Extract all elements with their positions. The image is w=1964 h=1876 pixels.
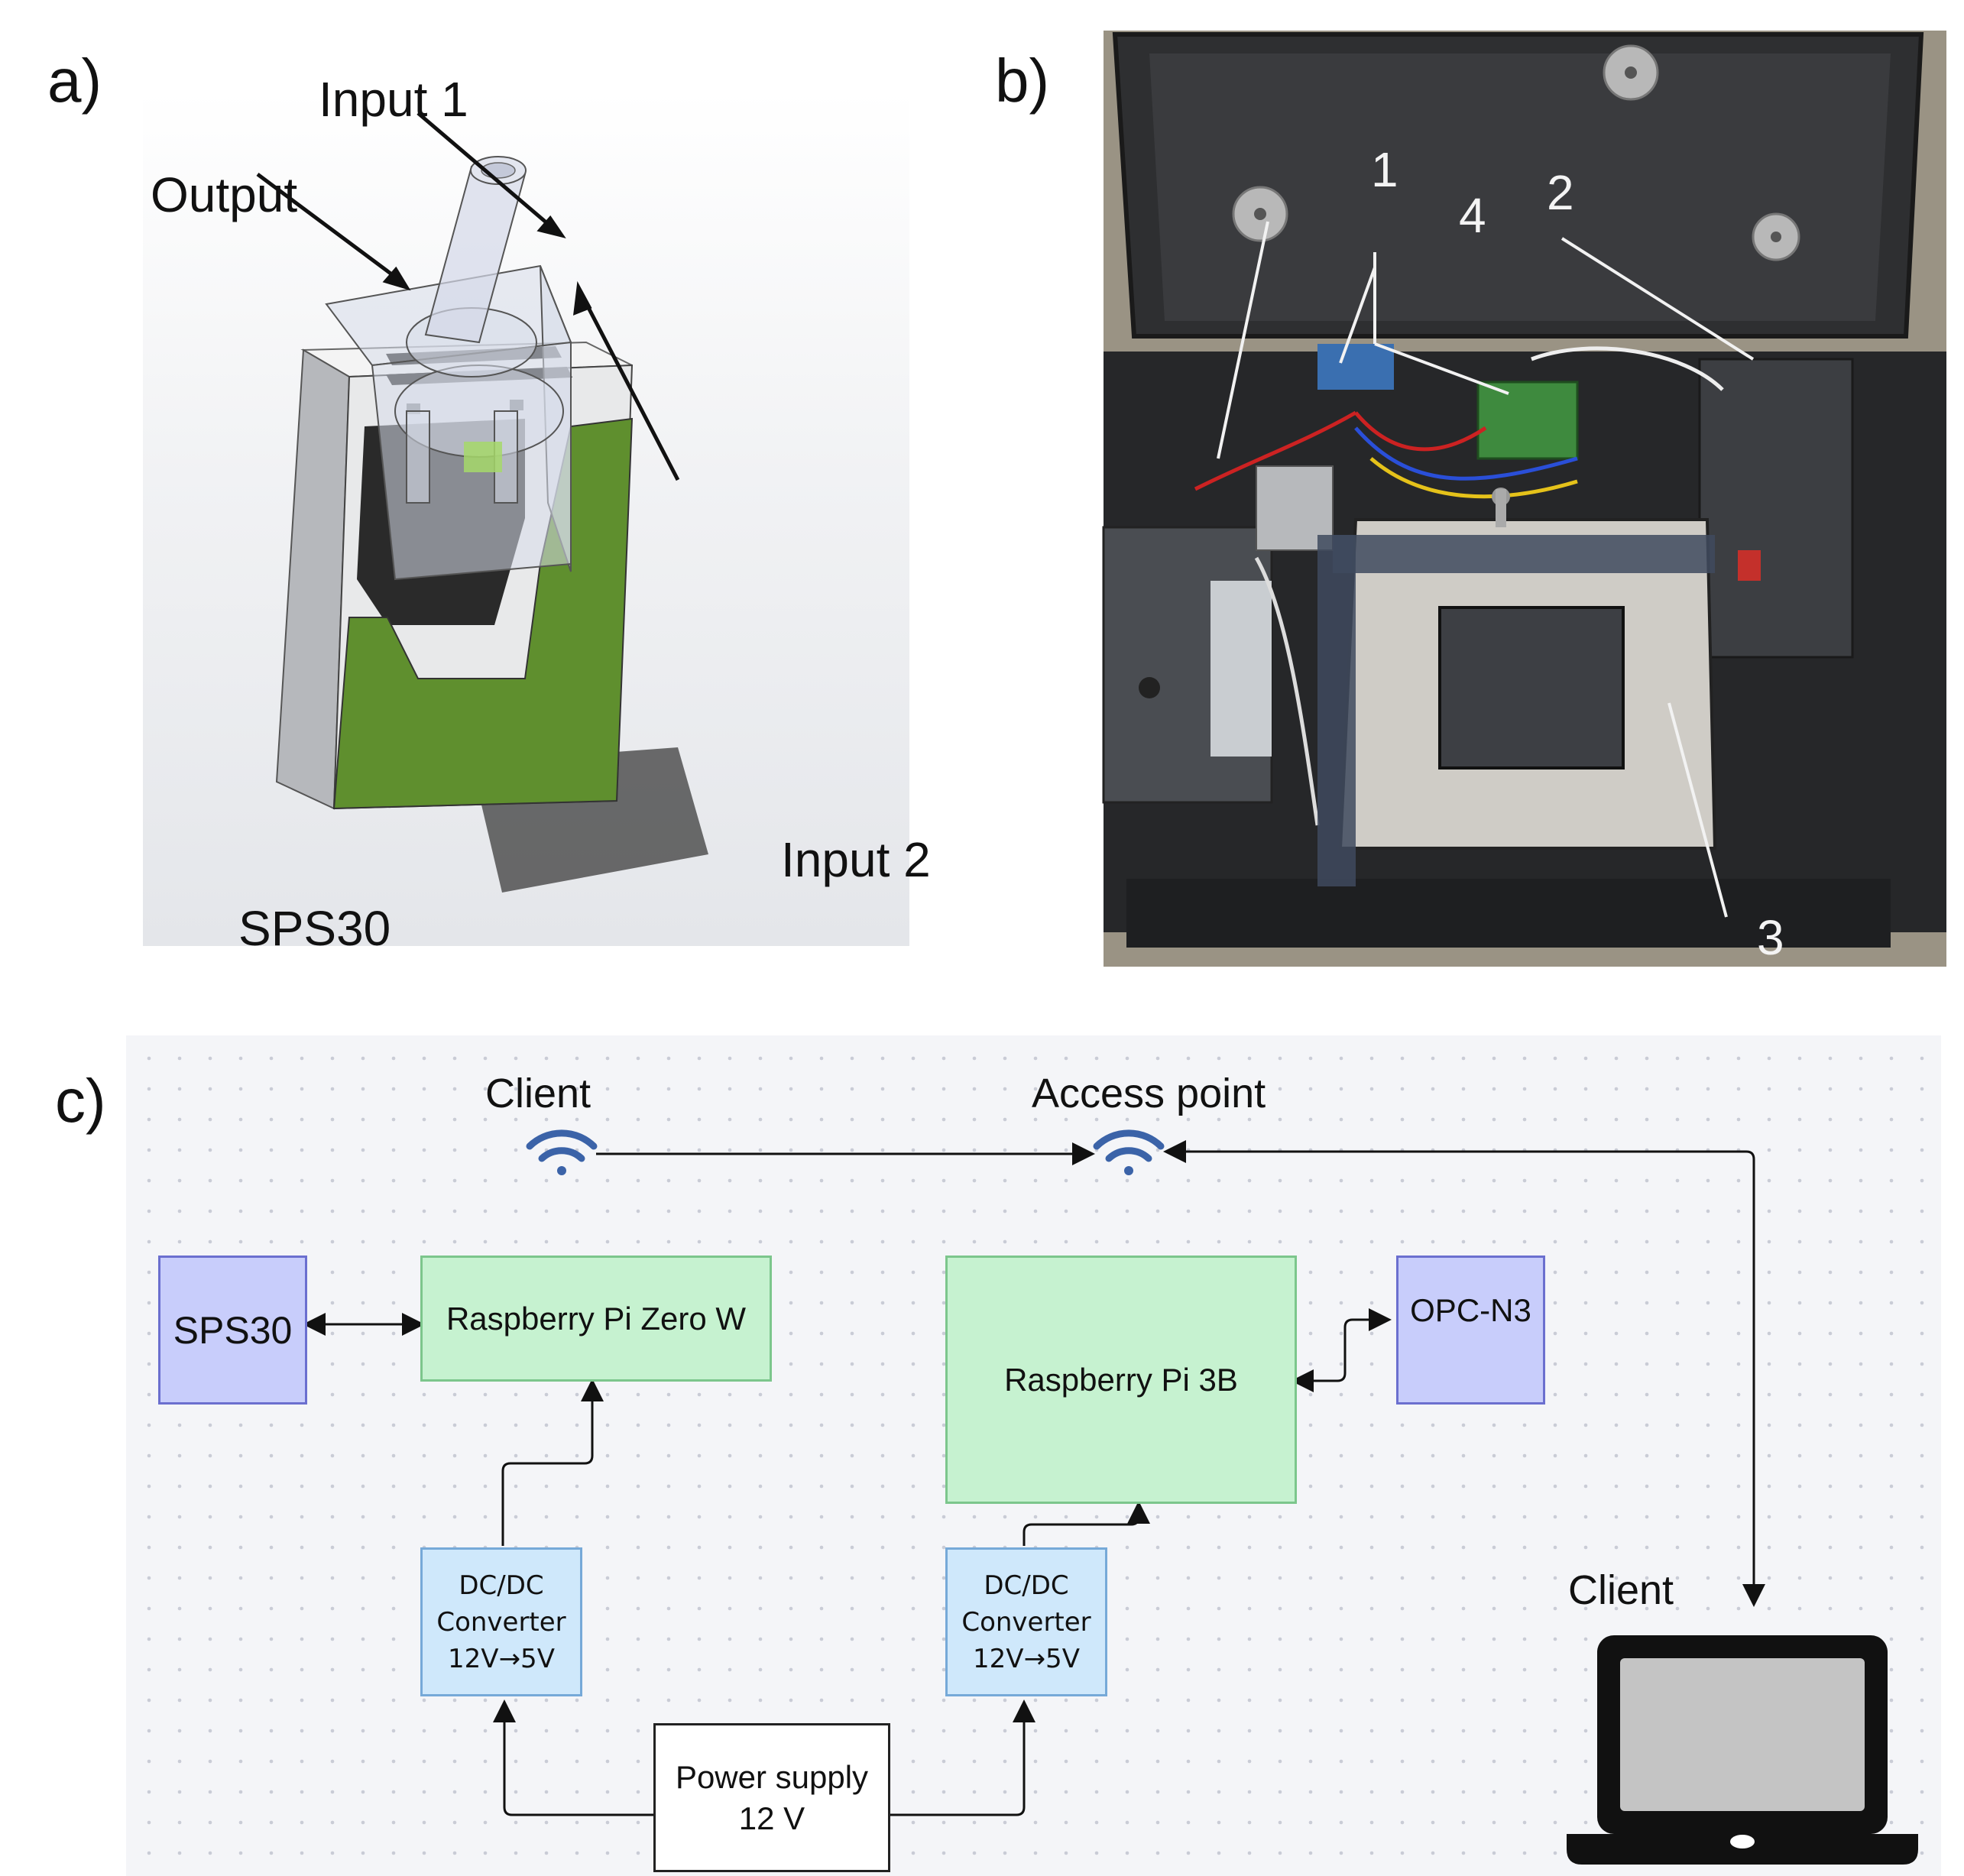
power-supply-line2: 12 V [738,1800,805,1836]
photo-callout-lines [1217,221,1755,918]
opc-n3-node-label: OPC-N3 [1410,1292,1531,1328]
panel-b-photo: 1 2 3 4 [1102,31,1946,967]
input-adapter [325,264,572,581]
callout-arrows [256,112,680,481]
rpi-zero-node: Raspberry Pi Zero W [420,1256,772,1382]
rpi-zero-node-label: Raspberry Pi Zero W [446,1300,747,1337]
panel-c-network-diagram: Client Access point Client SPS30 Raspber… [126,1035,1941,1876]
instrument-strap [1333,535,1715,573]
sps30-node: SPS30 [158,1256,307,1405]
panel-c-letter: c) [55,1067,106,1135]
rpi-3b-node-label: Raspberry Pi 3B [1004,1361,1238,1398]
client-laptop-label: Client [1568,1567,1674,1613]
switch-plate [1256,465,1334,551]
input-1-label: Input 1 [319,72,468,127]
callout-1: 1 [1371,142,1398,197]
ribbon-cable [1317,344,1394,390]
dcdc-right-line2: Converter [961,1606,1091,1638]
instrument-inlet-tube [1496,489,1506,527]
panel-a-letter: a) [47,47,102,115]
raspberry-pi-board [1476,381,1579,460]
input-2-label: Input 2 [781,832,931,887]
instrument-strap-side [1317,535,1356,886]
battery-right [1698,358,1854,659]
laptop-icon [1567,1635,1918,1865]
wiring [1194,346,1724,826]
client-wifi-label: Client [485,1071,591,1116]
dcdc-left-line1: DC/DC [459,1570,544,1601]
access-point-label: Access point [1032,1071,1266,1116]
panel-b-letter: b) [995,47,1050,115]
wifi-icon [526,1129,598,1175]
rpi-3b-node: Raspberry Pi 3B [945,1256,1297,1504]
dcdc-left-line2: Converter [436,1606,566,1638]
dcdc-left-line3: 12V→5V [448,1643,555,1674]
sps30-cad-drawing [256,112,708,893]
instrument-screen [1438,606,1625,770]
lid-pins [1232,44,1800,261]
power-supply-node: Power supply 12 V [653,1723,890,1872]
battery-left-label [1210,581,1272,757]
dcdc-converter-right: DC/DC Converter 12V→5V [945,1547,1107,1696]
battery-terminal [1139,677,1160,698]
sps30-node-label: SPS30 [173,1308,293,1352]
battery-right-terminal [1738,550,1761,581]
output-label: Output [151,167,298,222]
dcdc-right-line3: 12V→5V [973,1643,1080,1674]
case-handle-rim [1126,879,1891,948]
opc-n3-node: OPC-N3 [1396,1256,1545,1405]
callout-3: 3 [1757,910,1784,965]
dcdc-converter-left: DC/DC Converter 12V→5V [420,1547,582,1696]
power-supply-line1: Power supply [675,1758,869,1795]
case-lid-inner [1149,53,1891,321]
input-2-opening [464,442,502,472]
dcdc-right-line1: DC/DC [984,1570,1069,1601]
callout-2: 2 [1547,165,1574,220]
power-dcdc-left-line [493,1699,653,1816]
wifi-icon [1093,1129,1165,1175]
panel-a-cad-render: Input 1 Output Input 2 SPS30 [143,72,931,956]
callout-4: 4 [1459,188,1486,243]
opc-rpi3b-line [1291,1308,1392,1392]
connection-lines [303,1129,1918,1865]
sps30-label: SPS30 [238,901,391,956]
power-dcdc-right-line [890,1699,1035,1816]
access-point-laptop-line [1163,1140,1765,1607]
dcdc-right-rpi3b-line [1023,1501,1150,1546]
instrument-case-illustration [1102,31,1946,967]
dcdc-left-rpi-zero-line [501,1379,604,1546]
